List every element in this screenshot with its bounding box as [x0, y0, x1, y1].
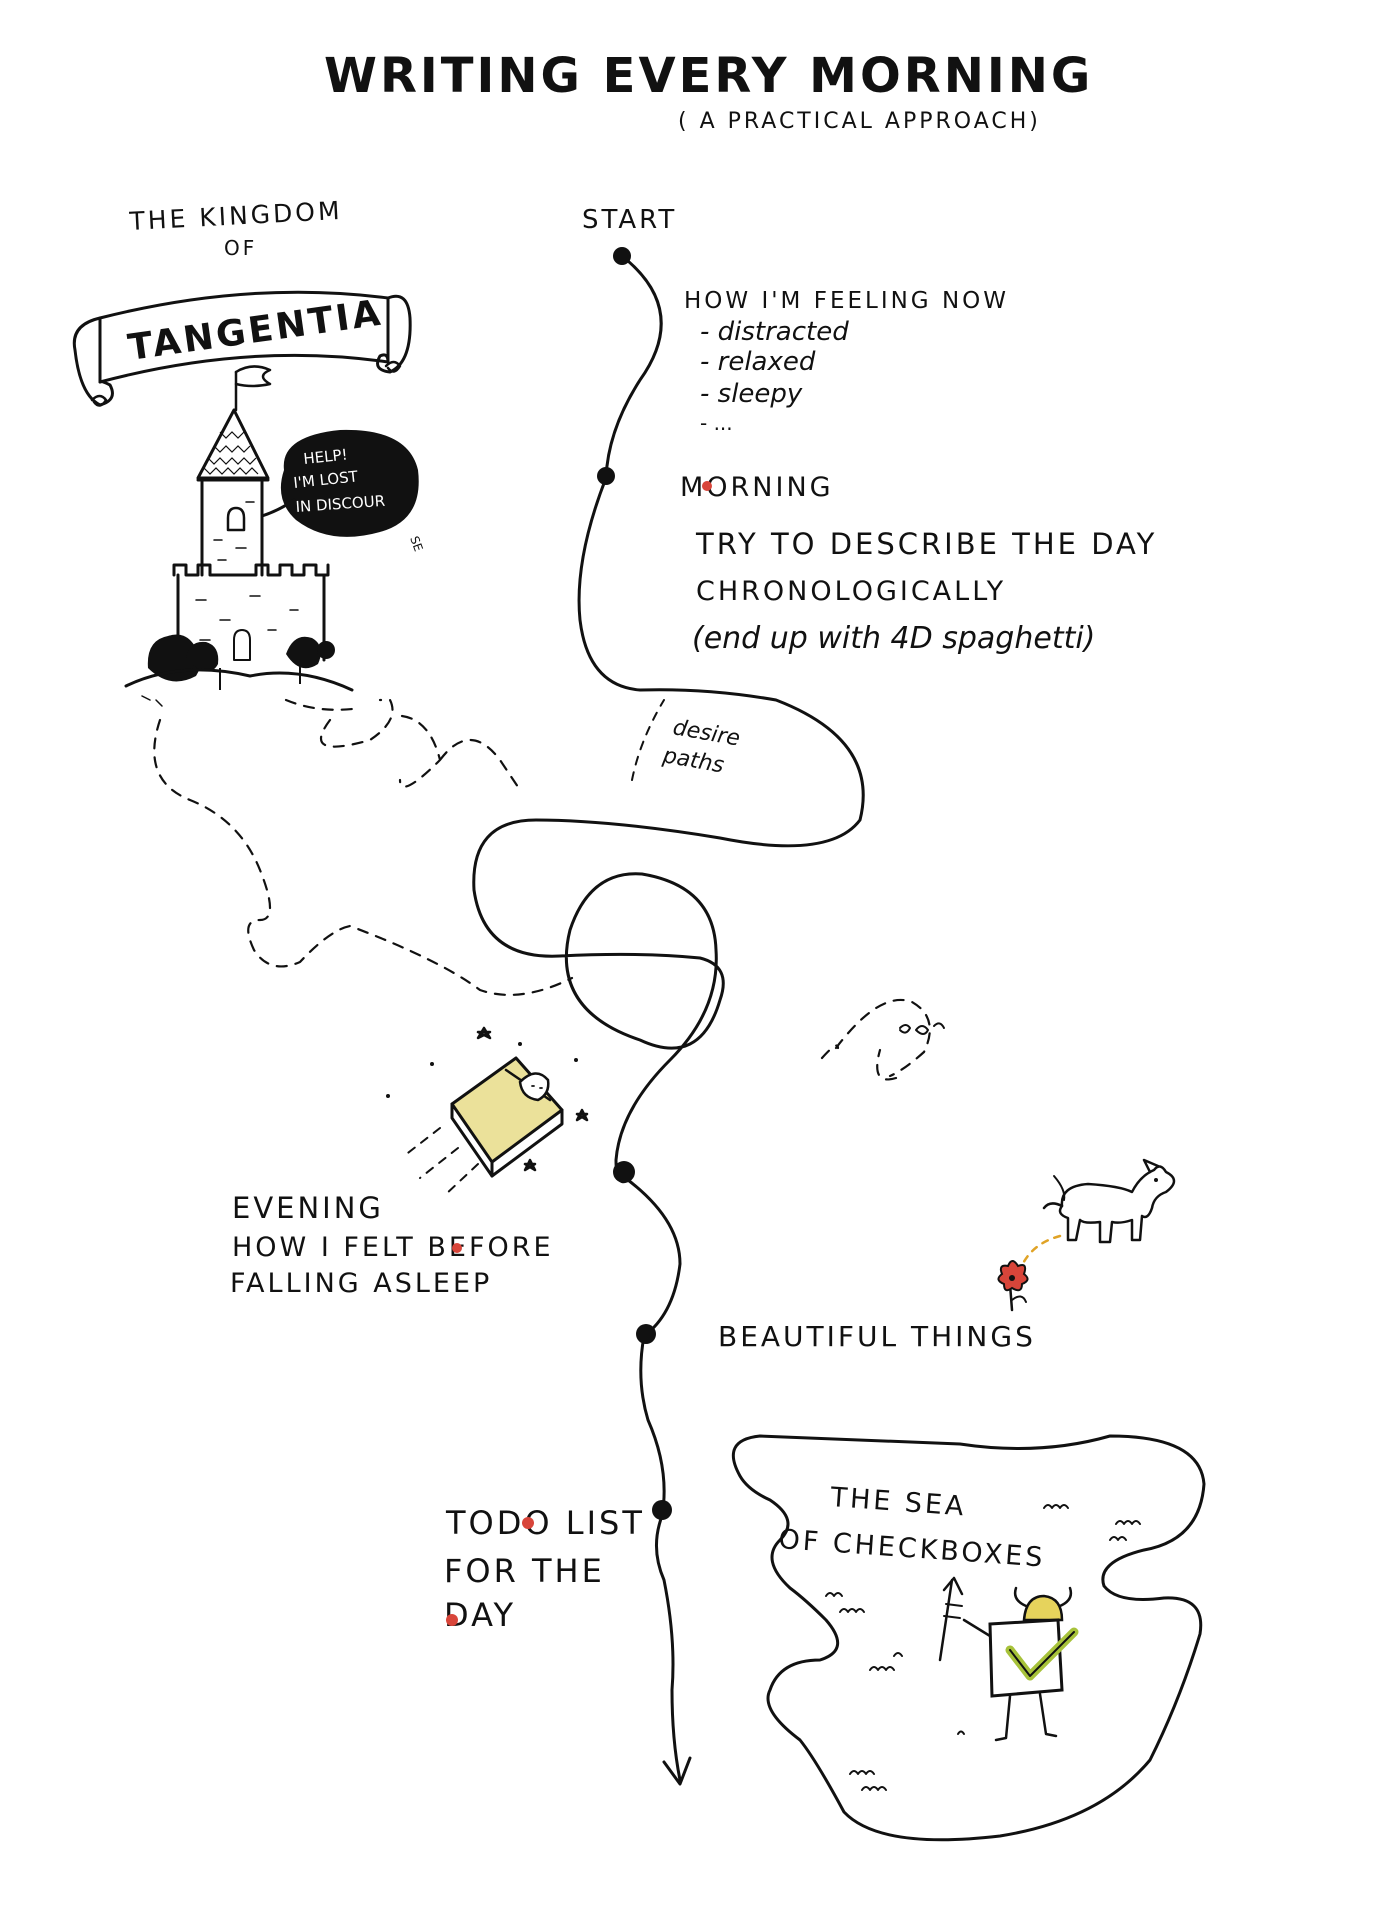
- evening-line-2: FALLING ASLEEP: [230, 1268, 492, 1299]
- star-2: [575, 1108, 589, 1122]
- dashed-wander-path: [153, 698, 574, 996]
- cave-doodle: [899, 1022, 945, 1035]
- morning-line-2: CHRONOLOGICALLY: [696, 576, 1006, 607]
- sea-waves: [825, 1504, 1141, 1791]
- morning-line-1: TRY TO DESCRIBE THE DAY: [695, 527, 1157, 561]
- dog-illustration: [1042, 1158, 1176, 1244]
- feeling-item-4: - ...: [700, 411, 733, 435]
- sea-outline: [731, 1434, 1206, 1842]
- kingdom-line-1: THE KINGDOM: [128, 196, 343, 236]
- milestone-todo: [652, 1500, 672, 1520]
- dog-trail: [1018, 1234, 1062, 1272]
- feeling-item-1: - distracted: [700, 317, 849, 347]
- evening-heading: EVENING: [232, 1191, 384, 1225]
- bed-illustration: [386, 1026, 589, 1197]
- main-journey-path: [472, 254, 865, 1782]
- feeling-section: HOW I'M FEELING NOW - distracted - relax…: [684, 288, 1009, 435]
- morning-line-3: (end up with 4D spaghetti): [692, 621, 1095, 656]
- start-label: START: [582, 205, 677, 235]
- knight-checkbox-body: [988, 1618, 1064, 1698]
- castle-bushes: [147, 634, 335, 690]
- dashed-branch-right: [820, 998, 931, 1081]
- evening-line-1: HOW I FELT BEFORE: [232, 1232, 554, 1263]
- todo-accent-dot: [522, 1517, 534, 1529]
- todo-section: TODO LIST FOR THE DAY: [444, 1504, 645, 1634]
- milestone-morning: [597, 467, 615, 485]
- tangentia-banner: TANGENTIA: [72, 290, 412, 407]
- sea-line-2: OF CHECKBOXES: [778, 1524, 1047, 1574]
- todo-line-1: TODO LIST: [445, 1504, 645, 1542]
- page-title: WRITING EVERY MORNING: [324, 48, 1093, 104]
- checkbox-knight: [938, 1576, 1079, 1742]
- milestone-start: [613, 247, 631, 265]
- castle-illustration: [124, 365, 354, 707]
- todo-line-3: DAY: [444, 1596, 516, 1634]
- kingdom-line-2: OF: [224, 236, 257, 260]
- feeling-item-3: - sleepy: [700, 379, 803, 409]
- star-1: [476, 1026, 492, 1040]
- beautiful-things-label: BEAUTIFUL THINGS: [718, 1320, 1036, 1353]
- desire-path-dash: [631, 699, 665, 781]
- sea-line-1: THE SEA: [829, 1482, 968, 1522]
- desire-line-2: paths: [660, 743, 726, 778]
- speech-line-4: SE: [407, 534, 425, 553]
- star-3: [523, 1158, 537, 1172]
- tower-roof: [196, 408, 270, 480]
- feeling-item-2: - relaxed: [700, 347, 816, 377]
- page-subtitle: ( A PRACTICAL APPROACH): [678, 109, 1041, 134]
- speech-line-1: HELP!: [303, 445, 349, 468]
- milestone-beautiful: [636, 1324, 656, 1344]
- morning-section: MORNING TRY TO DESCRIBE THE DAY CHRONOLO…: [680, 472, 1157, 656]
- todo-line-2: FOR THE: [444, 1552, 605, 1590]
- sea-label: THE SEA OF CHECKBOXES: [778, 1482, 1047, 1574]
- evening-section: EVENING HOW I FELT BEFORE FALLING ASLEEP: [230, 1191, 554, 1299]
- morning-accent-dot: [702, 481, 712, 491]
- flower-icon: [997, 1260, 1029, 1312]
- feeling-heading: HOW I'M FEELING NOW: [684, 288, 1009, 314]
- path-end-arrow: [662, 1756, 692, 1786]
- day-accent-dot: [446, 1614, 458, 1626]
- desire-paths-label: desire paths: [660, 715, 742, 778]
- milestone-evening: [613, 1161, 635, 1183]
- path-milestones: [597, 247, 672, 1520]
- kingdom-label: THE KINGDOM OF: [128, 196, 343, 260]
- help-speech-bubble: HELP! I'M LOST IN DISCOUR SE: [260, 429, 426, 553]
- evening-accent-dot: [452, 1243, 462, 1253]
